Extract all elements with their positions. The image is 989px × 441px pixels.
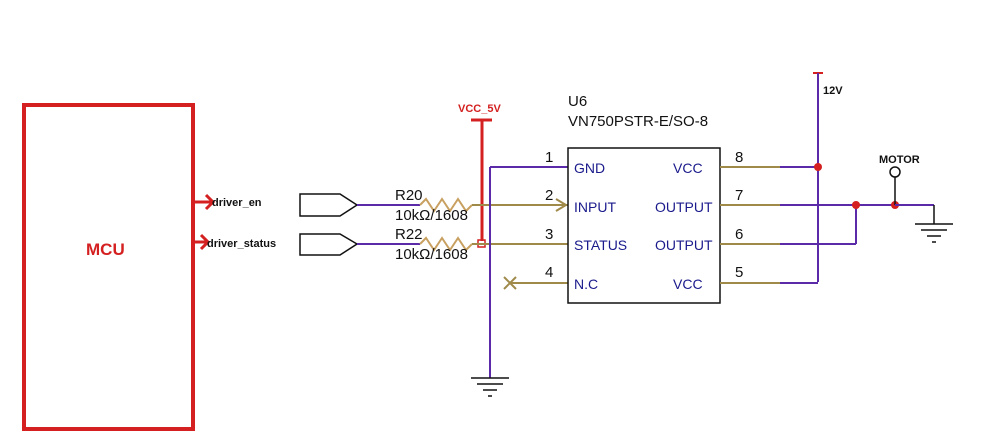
driver-status-label: driver_status (207, 238, 276, 250)
ground-symbol-right (915, 223, 953, 243)
ic-ref: U6 (568, 93, 587, 110)
pin-7-number: 7 (735, 187, 743, 204)
pin-8-number: 8 (735, 149, 743, 166)
vcc5v-label: VCC_5V (458, 103, 501, 115)
pin2-input-arrow (555, 198, 568, 212)
resistor-r22 (419, 236, 473, 252)
pin-3-number: 3 (545, 226, 553, 243)
pin-6-number: 6 (735, 226, 743, 243)
pin-2-name: INPUT (574, 199, 616, 215)
ground-symbol-left (471, 377, 509, 397)
r22-value: 10kΩ/1608 (395, 246, 468, 263)
driver-en-port (299, 193, 359, 217)
driver-en-label: driver_en (212, 197, 262, 209)
pin-4-number: 4 (545, 264, 553, 281)
resistor-r20 (419, 197, 473, 213)
ic-part: VN750PSTR-E/SO-8 (568, 113, 708, 130)
motor-terminal (889, 166, 901, 178)
pin-7-name: OUTPUT (655, 199, 713, 215)
pin-3-name: STATUS (574, 237, 627, 253)
pin-5-name: VCC (673, 276, 703, 292)
pin-5-number: 5 (735, 264, 743, 281)
mcu-label: MCU (86, 240, 125, 259)
pin-6-name: OUTPUT (655, 237, 713, 253)
motor-label: MOTOR (879, 154, 920, 166)
r20-value: 10kΩ/1608 (395, 207, 468, 224)
pin-8-name: VCC (673, 160, 703, 176)
pin-2-number: 2 (545, 187, 553, 204)
r20-ref: R20 (395, 187, 423, 204)
pin-4-name: N.C (574, 276, 598, 292)
mcu-block (22, 103, 195, 431)
junction-12v-pin8 (814, 163, 822, 171)
pin-1-name: GND (574, 160, 605, 176)
ic-u6-body (567, 147, 721, 304)
driver-en-arrow (193, 193, 216, 211)
r22-ref: R22 (395, 226, 423, 243)
12v-label: 12V (823, 85, 843, 97)
driver-status-arrow (193, 233, 211, 251)
junction-output-tie (852, 201, 860, 209)
pin-1-number: 1 (545, 149, 553, 166)
no-connect-marker (503, 276, 517, 290)
driver-status-port (299, 233, 359, 256)
